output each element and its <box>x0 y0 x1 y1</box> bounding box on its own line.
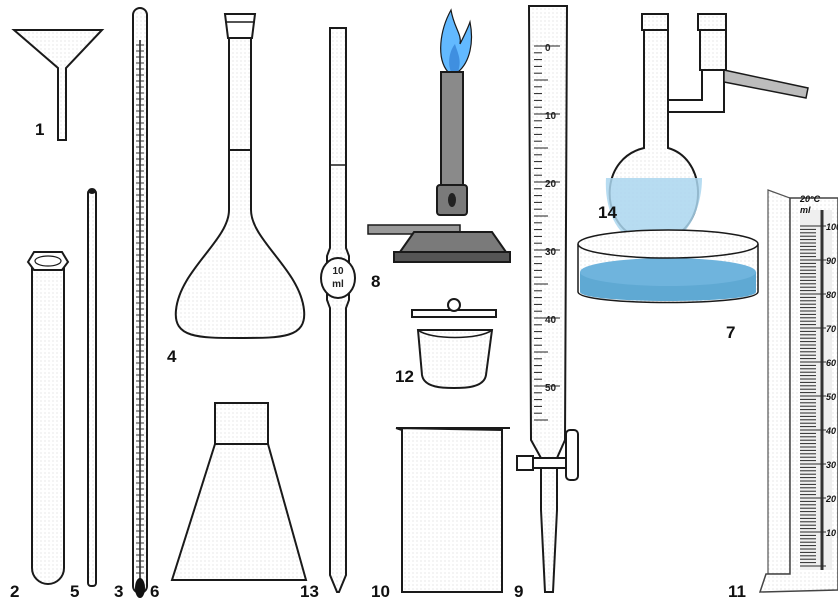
glass-rod <box>88 188 96 586</box>
burette-scale-30: 30 <box>545 247 557 258</box>
label-glass-rod: 5 <box>70 582 79 601</box>
stopcock-nut <box>517 456 533 470</box>
label-petri-dish: 7 <box>726 323 735 342</box>
cylinder-scale-label: 70 <box>826 324 836 334</box>
cylinder-scale-label: 30 <box>826 460 836 470</box>
cylinder-scale-label: 40 <box>825 426 836 436</box>
cylinder-scale-label: 60 <box>826 358 836 368</box>
cylinder-temp: 20°C <box>799 194 821 204</box>
label-graduated-cylinder: 11 <box>728 582 746 601</box>
pipette-mark-value: 10 <box>332 266 344 277</box>
label-test-tube: 2 <box>10 582 19 601</box>
label-distillation-flask: 14 <box>598 203 617 222</box>
burette-scale-0: 0 <box>545 43 551 54</box>
burette-scale-20: 20 <box>545 179 557 190</box>
cylinder-scale-label: 10 <box>826 528 836 538</box>
petri-dish <box>578 230 758 303</box>
funnel <box>14 30 102 140</box>
bunsen-burner <box>368 10 510 262</box>
burette-scale-10: 10 <box>545 111 557 122</box>
burette-scale-40: 40 <box>545 315 557 326</box>
erlenmeyer-flask <box>172 403 306 580</box>
label-funnel: 1 <box>35 120 44 139</box>
label-burette: 9 <box>514 582 523 601</box>
label-volumetric-flask: 4 <box>167 347 177 366</box>
label-bunsen-burner: 8 <box>371 272 380 291</box>
cylinder-scale-label: 90 <box>826 256 836 266</box>
burette <box>517 6 578 592</box>
crucible <box>412 299 496 388</box>
cylinder-unit: ml <box>800 205 811 215</box>
label-beaker: 10 <box>371 582 390 601</box>
volumetric-flask <box>176 14 304 338</box>
pipette <box>321 28 355 592</box>
cylinder-scale-label: 50 <box>826 392 836 402</box>
beaker <box>396 428 510 592</box>
stopcock-handle <box>566 430 578 480</box>
label-erlenmeyer-flask: 6 <box>150 582 159 601</box>
test-tube <box>28 252 68 584</box>
label-thermometer: 3 <box>114 582 123 601</box>
cylinder-scale-label: 80 <box>826 290 836 300</box>
cylinder-scale-label: 20 <box>825 494 836 504</box>
thermometer <box>133 8 147 598</box>
cylinder-scale-label: 100 <box>826 222 838 232</box>
burette-scale-50: 50 <box>545 383 557 394</box>
pipette-mark-unit: ml <box>332 279 344 290</box>
label-pipette: 13 <box>300 582 319 601</box>
label-crucible: 12 <box>395 367 414 386</box>
